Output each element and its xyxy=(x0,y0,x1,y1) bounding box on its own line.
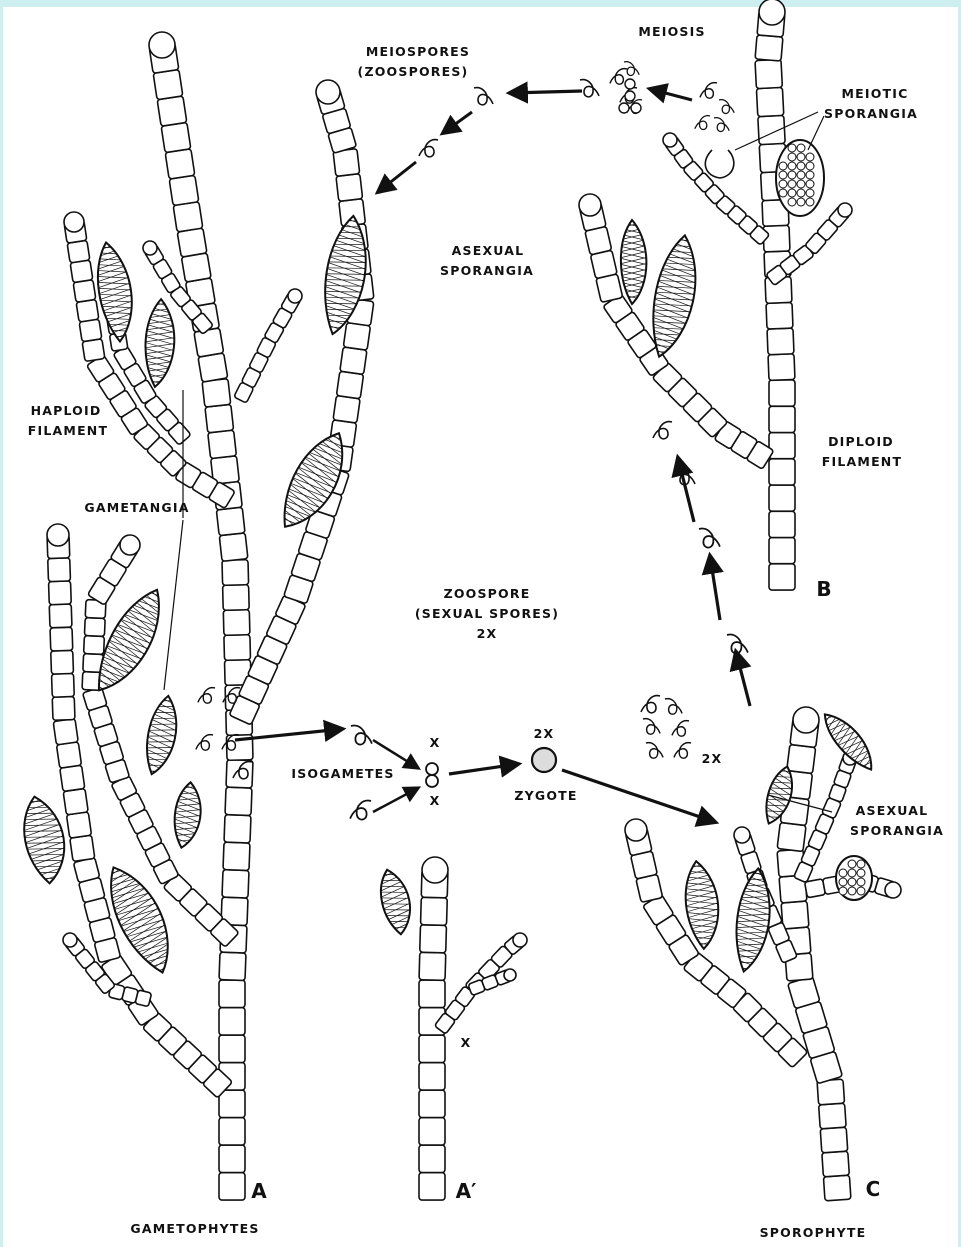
meiotic-sporangium-1 xyxy=(776,140,824,216)
label-sporophyte: SPOROPHYTE xyxy=(760,1225,867,1240)
arrow-zygote-to-sporophyte xyxy=(562,770,715,822)
label-zoospores: (ZOOSPORES) xyxy=(358,64,469,79)
spore-glyph xyxy=(350,801,371,820)
label-meiospores: MEIOSPORES xyxy=(366,44,470,59)
label-diploid: DIPLOID xyxy=(828,434,894,449)
label-haploid-filament: FILAMENT xyxy=(28,423,108,438)
label-asexual-left-sporangia: SPORANGIA xyxy=(440,263,534,278)
spore-glyph xyxy=(641,696,660,713)
arrow-meiospore-to-gametophyte xyxy=(378,162,416,192)
label-zygote: ZYGOTE xyxy=(514,788,577,803)
filament-b-main xyxy=(755,0,795,590)
arrow-gamete-bottom xyxy=(373,788,418,812)
label-letter-c: C xyxy=(866,1177,881,1201)
spore-glyph xyxy=(719,100,734,114)
label-asexual-left: ASEXUAL xyxy=(452,243,525,258)
arrow-meiospore-down-1 xyxy=(443,112,472,133)
meiotic-sporangium-2 xyxy=(836,856,872,900)
zygote-cell xyxy=(532,748,556,772)
gametangium-8 xyxy=(366,865,425,949)
spore-glyph xyxy=(610,69,627,85)
arrow-isogametes-to-zygote xyxy=(449,764,518,774)
arrow-meiotic-sporangia-to-meiosis xyxy=(650,89,692,100)
spore-glyph xyxy=(695,116,710,130)
label-meiotic: MEIOTIC xyxy=(841,86,908,101)
label-meiotic-sporangia: SPORANGIA xyxy=(824,106,918,121)
label-filament-x: X xyxy=(461,1035,472,1050)
arrow-meiosis-to-meiospores xyxy=(510,91,582,93)
spore-glyph xyxy=(665,699,682,715)
label-haploid: HAPLOID xyxy=(31,403,102,418)
label-gametangia: GAMETANGIA xyxy=(84,500,189,515)
label-meiosis: MEIOSIS xyxy=(638,24,705,39)
spore-glyph xyxy=(672,721,689,737)
arrow-zoospore-up-1 xyxy=(736,652,750,706)
meiosis-cell xyxy=(625,91,635,101)
label-zoospore-ploidy: 2X xyxy=(477,626,498,641)
spore-glyph xyxy=(643,719,660,735)
label-diploid-filament: FILAMENT xyxy=(822,454,902,469)
label-asexual-right-sporangia: SPORANGIA xyxy=(850,823,944,838)
meiotic-pointer-2 xyxy=(808,116,824,150)
spore-glyph xyxy=(419,140,438,157)
filament-b-branch-2 xyxy=(663,133,770,245)
meiosis-cell xyxy=(625,79,635,89)
arrow-gamete-top xyxy=(373,740,418,768)
gametangium-5 xyxy=(159,779,211,860)
label-gametophytes: GAMETOPHYTES xyxy=(130,1221,259,1236)
meiosis-cell xyxy=(631,103,641,113)
arrow-zoospore-up-3 xyxy=(678,458,694,522)
open-sporangium xyxy=(705,150,734,178)
label-isogametes: ISOGAMETES xyxy=(291,766,394,781)
arrow-zoospore-up-2 xyxy=(710,556,720,620)
label-letter-b: B xyxy=(816,577,831,601)
label-letter-a-prime: A′ xyxy=(456,1179,477,1203)
gametangia-pointer xyxy=(164,520,183,690)
label-gamete-x-top: X xyxy=(430,735,441,750)
spore-glyph xyxy=(196,735,213,751)
filament-a-branch-5 xyxy=(234,289,302,403)
spore-glyph xyxy=(653,422,672,439)
spore-glyph xyxy=(646,743,663,759)
spore-glyph xyxy=(700,83,717,99)
label-zoospore: ZOOSPORE xyxy=(444,586,531,601)
label-spore-ploidy: 2X xyxy=(702,751,723,766)
label-sexual-spores: (SEXUAL SPORES) xyxy=(415,606,559,621)
label-zygote-ploidy: 2X xyxy=(534,726,555,741)
label-asexual-right: ASEXUAL xyxy=(856,803,929,818)
spore-glyph xyxy=(580,80,599,97)
spore-glyph xyxy=(674,743,691,759)
filament-a-branch-1 xyxy=(229,80,374,725)
spore-glyph xyxy=(714,118,729,132)
spore-glyph xyxy=(198,688,215,704)
gametangium-4 xyxy=(128,691,190,786)
isogamete-fusion xyxy=(426,763,438,787)
spore-glyph xyxy=(727,635,748,654)
meiosis-cell xyxy=(619,103,629,113)
spore-glyph xyxy=(699,529,720,548)
spore-glyph xyxy=(351,726,372,745)
label-letter-a: A xyxy=(251,1179,267,1203)
spore-glyph xyxy=(474,88,493,105)
label-gamete-x-bottom: X xyxy=(430,793,441,808)
